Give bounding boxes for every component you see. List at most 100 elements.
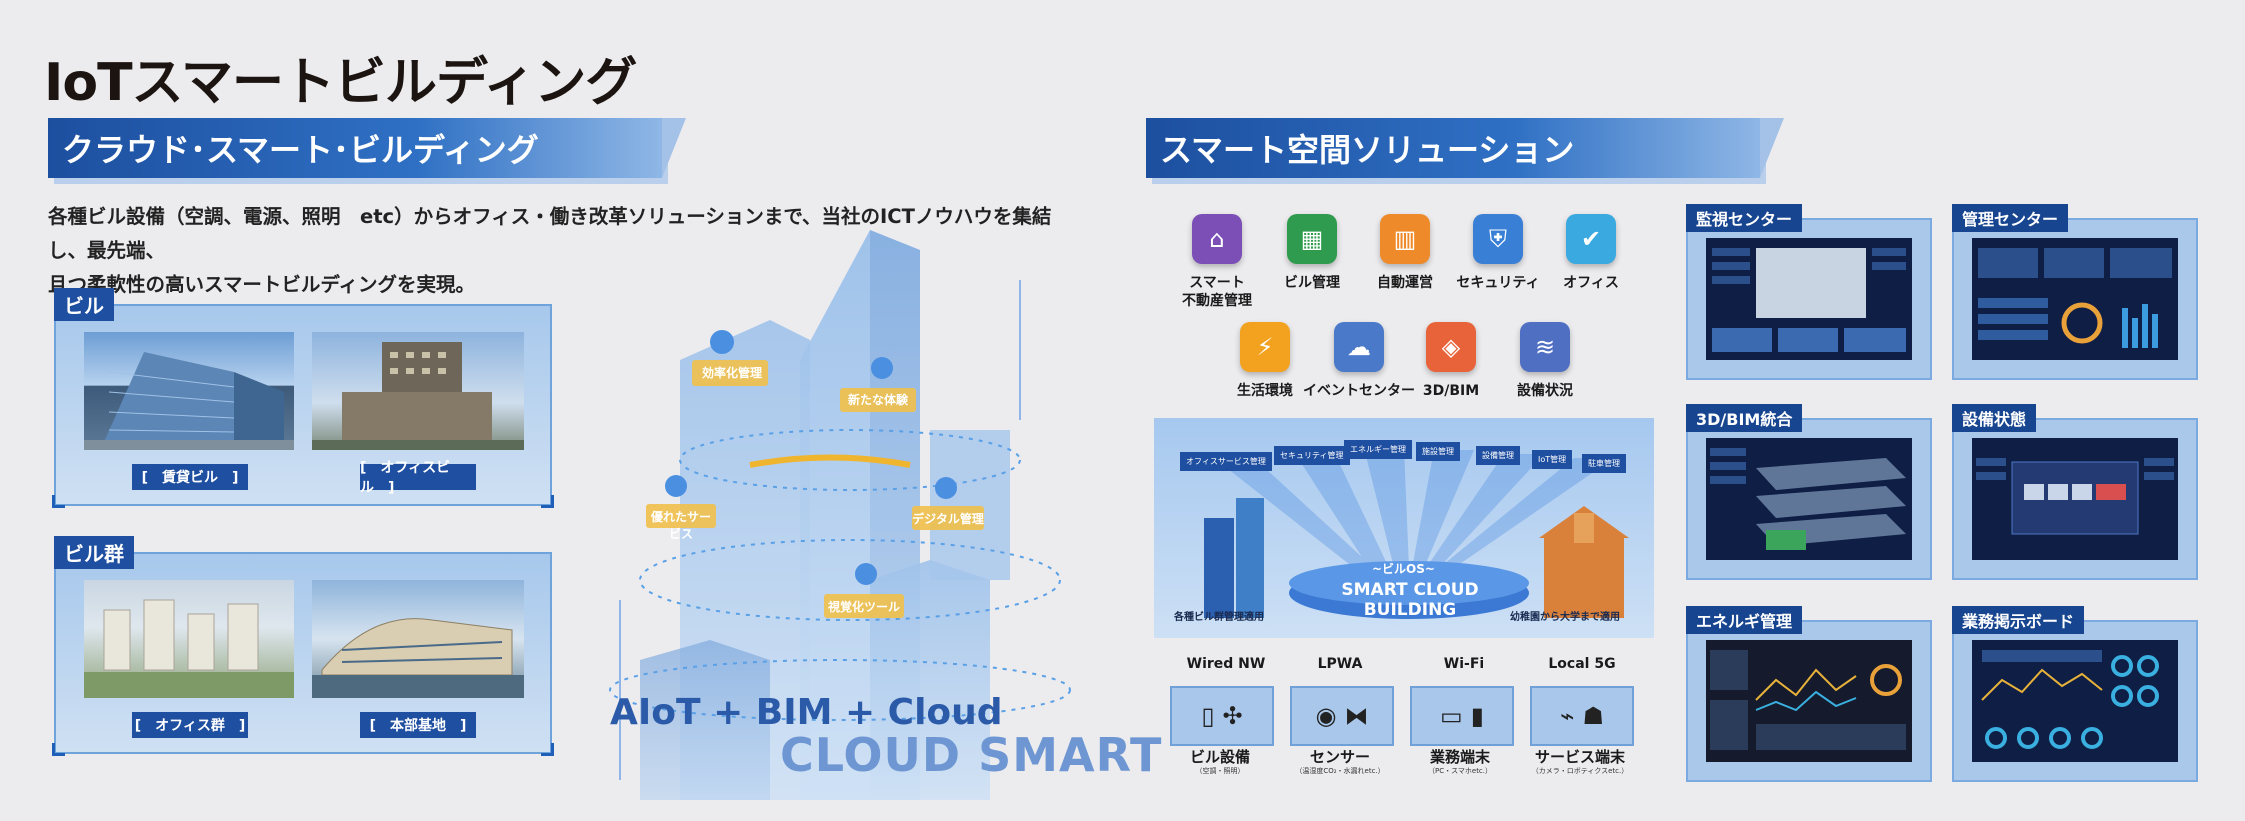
cloud-tag-iot: IoT管理 bbox=[1532, 450, 1573, 469]
energy-screen-graphic bbox=[1710, 650, 1906, 750]
corner-bracket bbox=[541, 743, 554, 756]
monitor-surveillance: 監視センター bbox=[1686, 204, 1932, 380]
phone-icon: ▯ bbox=[1201, 702, 1215, 730]
smart-cloud-building-label: SMART CLOUD BUILDING bbox=[1341, 580, 1479, 620]
monitor-management-tag: 管理センター bbox=[1952, 204, 2069, 232]
caption-office-building: [ オフィスビル ] bbox=[360, 460, 476, 496]
tower-label-digital: デジタル管理 bbox=[912, 512, 984, 526]
monitor-dashboard: 業務掲示ボード bbox=[1952, 606, 2198, 782]
network-label-lpwa: LPWA bbox=[1317, 656, 1363, 672]
device-label-building: ビル設備 bbox=[1189, 748, 1250, 766]
laptop-icon: ▭ bbox=[1440, 702, 1463, 730]
tower-label-visualization: 視覚化ツール bbox=[827, 600, 900, 614]
cloud-plus-icon[interactable]: ☁ bbox=[1334, 322, 1384, 372]
cloud-tower-illustration bbox=[609, 230, 1071, 800]
caption-rental-building: [ 賃貸ビル ] bbox=[132, 464, 248, 490]
icon-label-living: 生活環境 bbox=[1237, 383, 1293, 399]
robot-icon: ☗ bbox=[1582, 702, 1604, 730]
monitor-3dbim-screen bbox=[1706, 438, 1912, 560]
device-box-building: ▯✣ bbox=[1170, 686, 1274, 746]
cube-icon[interactable]: ◈ bbox=[1426, 322, 1476, 372]
network-label-5g: Local 5G bbox=[1548, 656, 1616, 672]
office-building-illustration bbox=[312, 342, 524, 450]
monitor-equipment-tag: 設備状態 bbox=[1952, 404, 2037, 432]
cloud-tag-equipment: 設備管理 bbox=[1476, 446, 1520, 465]
description-line-1: 各種ビル設備（空調、電源、照明 etc）からオフィス・働き改革ソリューションまで… bbox=[48, 205, 1052, 262]
right-section-banner: スマート空間ソリューション bbox=[1146, 118, 1784, 178]
left-description: 各種ビル設備（空調、電源、照明 etc）からオフィス・働き改革ソリューションまで… bbox=[48, 200, 1088, 302]
lightning-icon[interactable]: ⚡ bbox=[1240, 322, 1290, 372]
device-note-building: （空調・照明） bbox=[1195, 767, 1245, 775]
cloud-right-caption: 幼稚園から大学まで適用 bbox=[1510, 612, 1620, 623]
tower-label-new-experience: 新たな体験 bbox=[847, 393, 908, 407]
monitor-3dbim: 3D/BIM統合 bbox=[1686, 404, 1932, 580]
icon-label-security: セキュリティ bbox=[1456, 275, 1540, 291]
corner-bracket bbox=[52, 495, 65, 508]
building-os-label: ~ビルOS~ bbox=[1372, 562, 1435, 576]
panel-building-group-tag: ビル群 bbox=[54, 536, 134, 569]
tower-label-efficiency: 効率化管理 bbox=[701, 366, 762, 380]
bim-screen-graphic bbox=[1710, 448, 1906, 550]
icon-label-3dbim: 3D/BIM bbox=[1422, 383, 1480, 399]
panel-building: ビル [ 賃貸ビル ] [ オフィスビル ] bbox=[52, 288, 554, 508]
office-group-photo bbox=[84, 580, 294, 698]
icon-label-property-line2: 不動産管理 bbox=[1182, 293, 1252, 309]
network-label-wifi: Wi-Fi bbox=[1443, 656, 1485, 672]
corner-bracket bbox=[541, 495, 554, 508]
cloud-tag-energy: エネルギー管理 bbox=[1344, 440, 1412, 459]
network-label-wired: Wired NW bbox=[1186, 656, 1266, 672]
monitor-equipment: 設備状態 bbox=[1952, 404, 2198, 580]
device-box-sensor: ◉⧓ bbox=[1290, 686, 1394, 746]
building-icon[interactable]: ▦ bbox=[1287, 214, 1337, 264]
tower-label-service: 優れたサービス bbox=[650, 510, 711, 541]
monitor-management: 管理センター bbox=[1952, 204, 2198, 380]
monitor-energy: エネルギ管理 bbox=[1686, 606, 1932, 782]
corner-bracket bbox=[52, 743, 65, 756]
monitor-surveillance-tag: 監視センター bbox=[1686, 204, 1803, 232]
right-banner-text: スマート空間ソリューション bbox=[1160, 131, 1575, 169]
tagline-cloud-smart: CLOUD SMART bbox=[780, 728, 1163, 782]
surveillance-screen-graphic bbox=[1712, 248, 1906, 352]
left-section-banner: クラウド･スマート･ビルディング bbox=[48, 118, 686, 178]
monitor-3dbim-tag: 3D/BIM統合 bbox=[1686, 404, 1803, 432]
office-building-photo bbox=[312, 332, 524, 450]
cloud-tag-parking: 駐車管理 bbox=[1582, 454, 1626, 473]
cloud-tag-security: セキュリティ管理 bbox=[1274, 446, 1350, 465]
device-note-sensor: （温湿度CO₂・水漏れetc.） bbox=[1295, 767, 1385, 775]
folder-icon[interactable]: ✔ bbox=[1566, 214, 1616, 264]
device-label-sensor: センサー bbox=[1309, 748, 1370, 766]
monitor-surveillance-screen bbox=[1706, 238, 1912, 360]
chart-icon[interactable]: ▥ bbox=[1380, 214, 1430, 264]
smart-cloud-panel: オフィスサービス管理 セキュリティ管理 エネルギー管理 施設管理 設備管理 Io… bbox=[1154, 418, 1654, 638]
device-box-service: ⌁☗ bbox=[1530, 686, 1634, 746]
monitor-dashboard-tag: 業務掲示ボード bbox=[1952, 606, 2085, 634]
management-screen-graphic bbox=[1978, 248, 2172, 348]
valve-icon: ⧓ bbox=[1344, 702, 1369, 730]
tagline-aiot: AIoT + BIM + Cloud bbox=[610, 692, 1003, 733]
icon-label-auto-ops: 自動運営 bbox=[1377, 275, 1433, 291]
layers-icon[interactable]: ≋ bbox=[1520, 322, 1570, 372]
headquarters-illustration bbox=[312, 618, 524, 698]
sensor-icon: ◉ bbox=[1315, 702, 1337, 730]
monitor-energy-tag: エネルギ管理 bbox=[1686, 606, 1803, 634]
page-title: IoTスマートビルディング bbox=[44, 53, 637, 113]
home-icon[interactable]: ⌂ bbox=[1192, 214, 1242, 264]
icon-label-office: オフィス bbox=[1563, 275, 1619, 291]
shield-icon[interactable]: ⛨ bbox=[1473, 214, 1523, 264]
icon-label-building-mgmt: ビル管理 bbox=[1284, 275, 1340, 291]
icon-label-property: スマート 不動産管理 bbox=[1162, 274, 1272, 310]
office-group-illustration bbox=[84, 599, 294, 698]
left-banner-text: クラウド･スマート･ビルディング bbox=[62, 131, 539, 169]
cloud-left-caption: 各種ビル群管理適用 bbox=[1174, 612, 1264, 623]
cloud-tag-office: オフィスサービス管理 bbox=[1180, 452, 1272, 471]
headquarters-photo bbox=[312, 580, 524, 698]
device-note-terminal: （PC・スマホetc.） bbox=[1427, 767, 1493, 775]
cloud-tag-facility: 施設管理 bbox=[1416, 442, 1460, 461]
rental-building-photo bbox=[84, 332, 294, 450]
icon-label-equipment: 設備状況 bbox=[1517, 383, 1573, 399]
device-label-terminal: 業務端末 bbox=[1429, 748, 1490, 766]
monitor-energy-screen bbox=[1706, 640, 1912, 762]
panel-building-tag: ビル bbox=[54, 288, 114, 321]
monitor-dashboard-screen bbox=[1972, 640, 2178, 762]
caption-office-group: [ オフィス群 ] bbox=[132, 712, 248, 738]
